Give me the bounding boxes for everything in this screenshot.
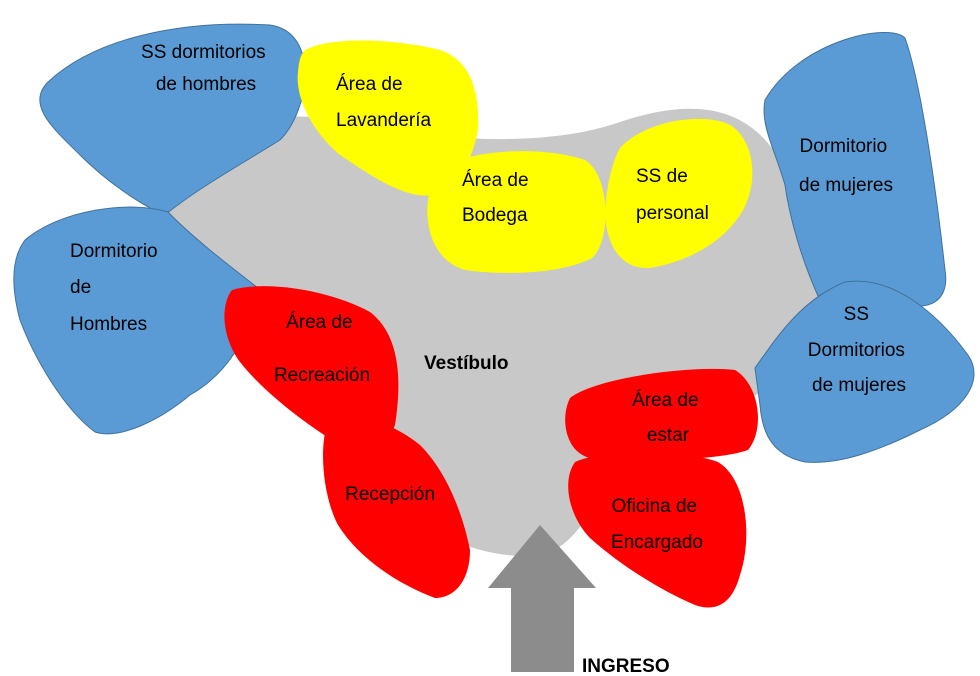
ingreso-arrow	[488, 525, 596, 672]
ss-dormitorios-hombres-shape	[39, 23, 306, 216]
area-recreacion-label: Área de Recreación	[274, 312, 370, 386]
area-estar-shape	[565, 368, 758, 460]
ss-personal-label: SS de personal	[636, 166, 709, 224]
vestibulo-label: Vestíbulo	[424, 353, 508, 374]
area-estar-label: Área de estar	[632, 390, 704, 446]
area-recreacion-shape	[224, 286, 399, 449]
ss-dormitorios-mujeres-shape	[754, 280, 975, 463]
oficina-encargado-label: Oficina de Encargado	[611, 496, 703, 553]
area-bodega-shape	[427, 151, 606, 273]
dormitorio-mujeres-label: Dormitorio de mujeres	[799, 136, 893, 196]
ingreso-label: INGRESO	[582, 656, 670, 676]
area-lavanderia-label: Área de Lavandería	[336, 74, 432, 131]
recepcion-label: Recepción	[345, 484, 435, 505]
ss-personal-shape	[605, 118, 753, 269]
area-bodega-label: Área de Bodega	[462, 170, 534, 226]
dormitorio-hombres-label: Dormitorio de Hombres	[70, 241, 163, 335]
dormitorio-hombres-shape	[13, 206, 259, 435]
recepcion-shape	[323, 415, 470, 598]
ss-dormitorios-hombres-label: SS dormitorios de hombres	[141, 42, 271, 95]
dormitorio-mujeres-shape	[763, 31, 947, 307]
ss-dormitorios-mujeres-label: SS Dormitorios de mujeres	[808, 304, 910, 396]
area-lavanderia-shape	[297, 40, 479, 196]
oficina-encargado-shape	[568, 452, 747, 608]
